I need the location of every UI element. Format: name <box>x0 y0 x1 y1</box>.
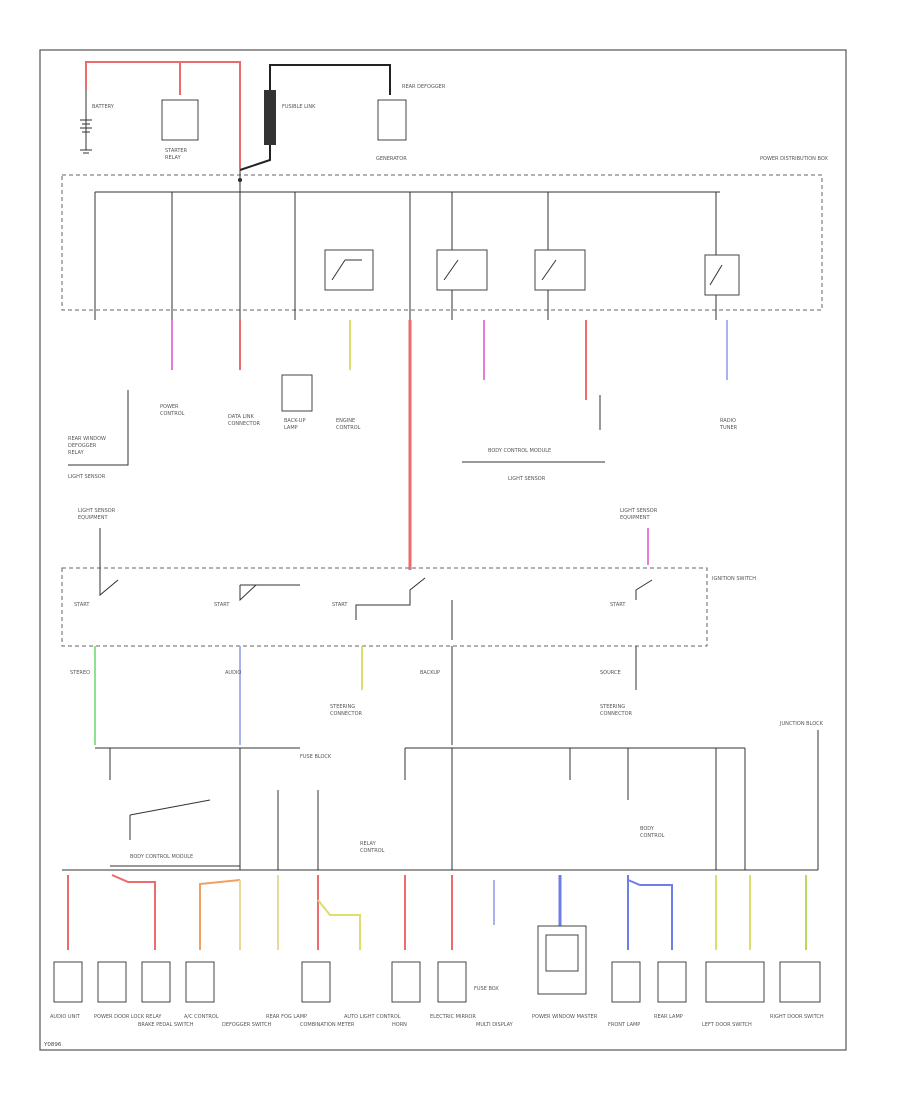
svg-text:FUSE BLOCK: FUSE BLOCK <box>300 754 332 760</box>
bottom-label-1: AUDIO UNIT <box>50 1014 81 1020</box>
relay-group <box>324 249 740 296</box>
svg-text:LAMP: LAMP <box>284 425 298 431</box>
bottom-components <box>53 925 821 1003</box>
bottom-label-12: POWER WINDOW MASTER <box>532 1014 598 1020</box>
body-control-label: BODY CONTROL MODULE <box>488 448 551 454</box>
svg-text:LIGHT SENSOR: LIGHT SENSOR <box>68 474 106 480</box>
svg-text:EQUIPMENT: EQUIPMENT <box>620 515 650 521</box>
bottom-label-4: A/C CONTROL <box>184 1014 219 1020</box>
footer-code: Y0896 <box>43 1042 62 1048</box>
svg-text:CONTROL: CONTROL <box>336 425 361 431</box>
bottom-label-15: LEFT DOOR SWITCH <box>702 1022 752 1028</box>
svg-text:LIGHT SENSOR: LIGHT SENSOR <box>620 508 658 514</box>
svg-text:REAR WINDOW: REAR WINDOW <box>68 436 106 442</box>
horn-relay <box>281 374 313 412</box>
wire-red-b2 <box>111 874 156 950</box>
svg-text:CONNECTOR: CONNECTOR <box>600 711 633 717</box>
generator-label: GENERATOR <box>376 156 407 162</box>
bottom-label-11: MULTI DISPLAY <box>476 1022 514 1028</box>
svg-text:STARTER: STARTER <box>165 148 188 154</box>
fuse-row-lower <box>109 748 746 870</box>
bottom-label-9: HORN <box>392 1022 407 1028</box>
svg-text:STEERING: STEERING <box>330 704 355 710</box>
svg-text:BACK-UP: BACK-UP <box>284 418 306 424</box>
svg-text:LIGHT SENSOR: LIGHT SENSOR <box>78 508 116 514</box>
svg-text:ENGINE: ENGINE <box>336 418 355 424</box>
bottom-label-5: DEFOGGER SWITCH <box>222 1022 272 1028</box>
ignition-switch-box <box>61 567 708 647</box>
junction-label: JUNCTION BLOCK <box>779 721 824 727</box>
svg-text:RELAY: RELAY <box>360 841 377 847</box>
bottom-label-10: ELECTRIC MIRROR <box>430 1014 476 1020</box>
fuse-row-top <box>94 192 717 320</box>
svg-text:SOURCE: SOURCE <box>600 670 621 676</box>
svg-text:START: START <box>610 602 626 608</box>
bottom-label-8: AUTO LIGHT CONTROL <box>344 1014 401 1020</box>
svg-text:CONTROL: CONTROL <box>160 411 185 417</box>
bottom-label-6: REAR FOG LAMP <box>266 1014 307 1020</box>
svg-text:BODY CONTROL MODULE: BODY CONTROL MODULE <box>130 854 193 860</box>
ignition-switch-label: IGNITION SWITCH <box>712 576 756 582</box>
svg-text:START: START <box>214 602 230 608</box>
svg-text:DATA LINK: DATA LINK <box>228 414 254 420</box>
light-sensor-label: LIGHT SENSOR <box>508 476 546 482</box>
svg-text:CONNECTOR: CONNECTOR <box>330 711 363 717</box>
svg-text:STEERING: STEERING <box>600 704 625 710</box>
bottom-label-7: COMBINATION METER <box>300 1022 355 1028</box>
svg-text:DEFOGGER: DEFOGGER <box>68 443 97 449</box>
bottom-label-14: REAR LAMP <box>654 1014 683 1020</box>
svg-text:BODY: BODY <box>640 826 655 832</box>
svg-text:CONNECTOR: CONNECTOR <box>228 421 261 427</box>
svg-text:RELAY: RELAY <box>165 155 182 161</box>
battery-main-wire-red <box>180 61 241 168</box>
svg-text:EQUIPMENT: EQUIPMENT <box>78 515 108 521</box>
generator-icon <box>377 99 407 141</box>
svg-text:TUNER: TUNER <box>719 425 738 431</box>
diagram-frame <box>39 49 847 1051</box>
wire-blue-b3 <box>627 879 673 950</box>
svg-text:CONTROL: CONTROL <box>360 848 385 854</box>
svg-text:RELAY: RELAY <box>68 450 85 456</box>
svg-text:START: START <box>332 602 348 608</box>
bottom-label-16: RIGHT DOOR SWITCH <box>770 1014 824 1020</box>
starter-relay <box>161 99 199 141</box>
fusible-link-icon <box>264 90 276 145</box>
bottom-label-3: BRAKE PEDAL SWITCH <box>138 1022 194 1028</box>
ignition-contacts <box>99 565 653 640</box>
engine-fuse-box-label: POWER DISTRIBUTION BOX <box>760 156 828 162</box>
fusible-link-label: FUSIBLE LINK <box>282 104 316 110</box>
fuse-panel-label: FUSE BOX <box>474 986 499 992</box>
battery-wire-red <box>85 61 181 95</box>
svg-text:RADIO: RADIO <box>720 418 736 424</box>
battery-label: BATTERY <box>92 104 115 110</box>
svg-text:POWER: POWER <box>160 404 179 410</box>
bottom-label-2: POWER DOOR LOCK RELAY <box>94 1014 162 1020</box>
svg-text:CONTROL: CONTROL <box>640 833 665 839</box>
svg-text:REAR DEFOGGER: REAR DEFOGGER <box>402 84 446 90</box>
wire-orange-b <box>199 879 241 950</box>
svg-text:START: START <box>74 602 90 608</box>
svg-text:STEREO: STEREO <box>70 670 90 676</box>
svg-text:BACKUP: BACKUP <box>420 670 440 676</box>
bottom-label-13: FRONT LAMP <box>608 1022 640 1028</box>
wire-yellow-b <box>317 899 361 950</box>
svg-text:AUDIO: AUDIO <box>225 670 241 676</box>
power-distribution-box <box>61 174 823 311</box>
